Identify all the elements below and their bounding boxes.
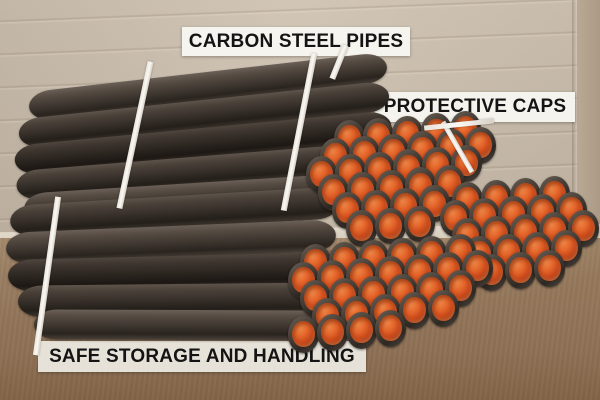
pipe-end-with-cap (505, 252, 536, 289)
pipe-end-with-cap (399, 292, 430, 329)
pipe-end-with-cap (375, 310, 406, 347)
pipe-end-with-cap (534, 250, 565, 287)
pipe-end-with-cap (375, 207, 406, 245)
pipe-end-with-cap (317, 314, 348, 351)
wall-corner-edge (572, 0, 577, 250)
pipe-end-with-cap (346, 210, 377, 247)
annotation-safe-storage-and-handling: SAFE STORAGE AND HANDLING (38, 341, 366, 372)
wall-right-panel (577, 0, 600, 250)
pipe-end-with-cap (428, 290, 459, 327)
pipe-end-with-cap (346, 312, 377, 349)
annotation-carbon-steel-pipes: CARBON STEEL PIPES (182, 27, 410, 56)
pipe-end-with-cap (568, 210, 599, 247)
pipe-end-with-cap (404, 205, 435, 243)
pipe-end-with-cap (288, 316, 319, 353)
